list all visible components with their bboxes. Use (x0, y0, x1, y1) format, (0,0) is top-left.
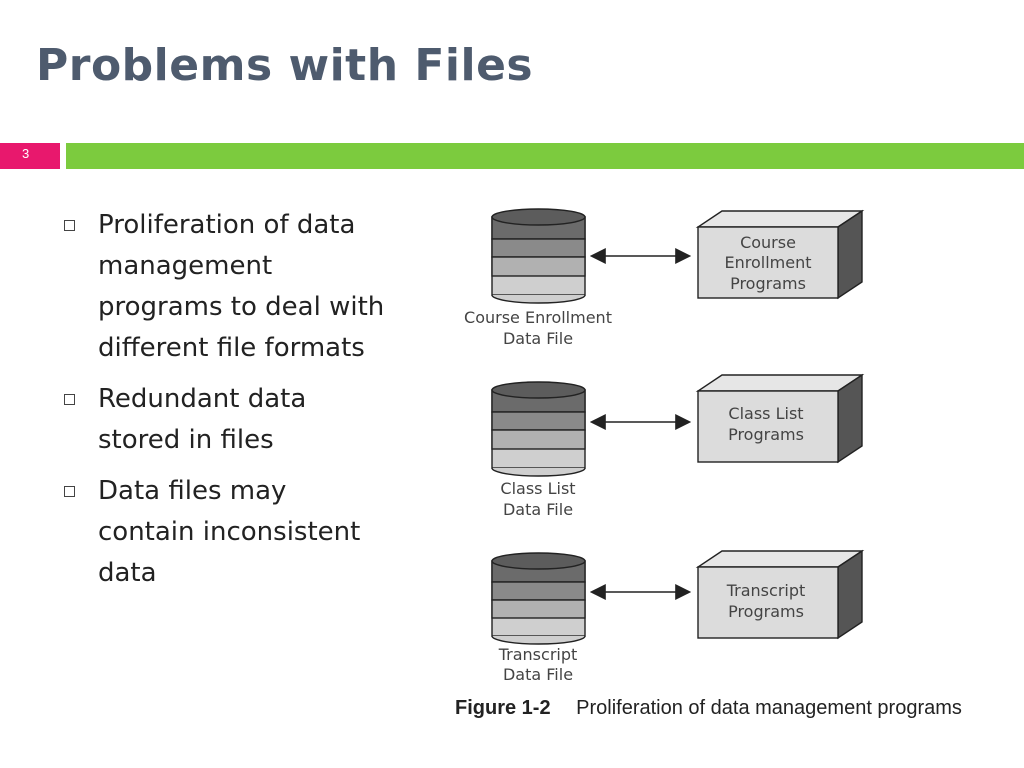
figure-caption: Figure 1-2 Proliferation of data managem… (455, 697, 962, 720)
program-label-line-1: Transcript (726, 581, 806, 600)
bullet-text: Data files may contain inconsistent data (98, 476, 361, 588)
slide-number-badge (0, 143, 60, 169)
bullet-text: Redundant data stored in files (98, 384, 307, 455)
program-label-line-1: Class List (728, 404, 803, 423)
program-box-icon (695, 373, 865, 464)
program-label-line-3: Programs (730, 274, 806, 293)
slide-number: 3 (22, 146, 30, 161)
file-label-line-1: Course Enrollment (464, 308, 612, 327)
bullet-item: Proliferation of data management program… (60, 205, 390, 369)
bullet-list: Proliferation of data management program… (60, 205, 390, 604)
file-label-line-2: Data File (503, 500, 573, 519)
program-label-line-2: Programs (728, 425, 804, 444)
program-label-line-2: Programs (728, 602, 804, 621)
data-file-row-3: Transcript Data File Transcript Programs (491, 549, 865, 684)
accent-bar (66, 143, 1024, 169)
page-title: Problems with Files (36, 40, 534, 91)
file-label-line-1: Class List (500, 479, 575, 498)
figure-caption-text: Proliferation of data management program… (576, 697, 962, 719)
bullet-item: Data files may contain inconsistent data (60, 471, 390, 594)
data-management-figure: Course Enrollment Data File Course Enrol… (464, 208, 865, 684)
data-file-row-1: Course Enrollment Data File Course Enrol… (464, 208, 865, 348)
database-cylinder-icon (491, 208, 586, 304)
file-label-line-2: Data File (503, 329, 573, 348)
program-box-icon (695, 209, 865, 300)
file-label-line-2: Data File (503, 665, 573, 684)
checkbox-bullet-icon (64, 486, 75, 497)
checkbox-bullet-icon (64, 394, 75, 405)
bullet-text: Proliferation of data management program… (98, 210, 385, 363)
database-cylinder-icon (491, 381, 586, 477)
program-label-line-2: Enrollment (725, 253, 812, 272)
program-box-icon (695, 549, 865, 640)
figure-number: Figure 1-2 (455, 697, 551, 719)
data-file-row-2: Class List Data File Class List Programs (491, 373, 865, 519)
bullet-item: Redundant data stored in files (60, 379, 390, 461)
file-label-line-1: Transcript (498, 645, 578, 664)
checkbox-bullet-icon (64, 220, 75, 231)
database-cylinder-icon (491, 552, 586, 645)
program-label-line-1: Course (740, 233, 796, 252)
